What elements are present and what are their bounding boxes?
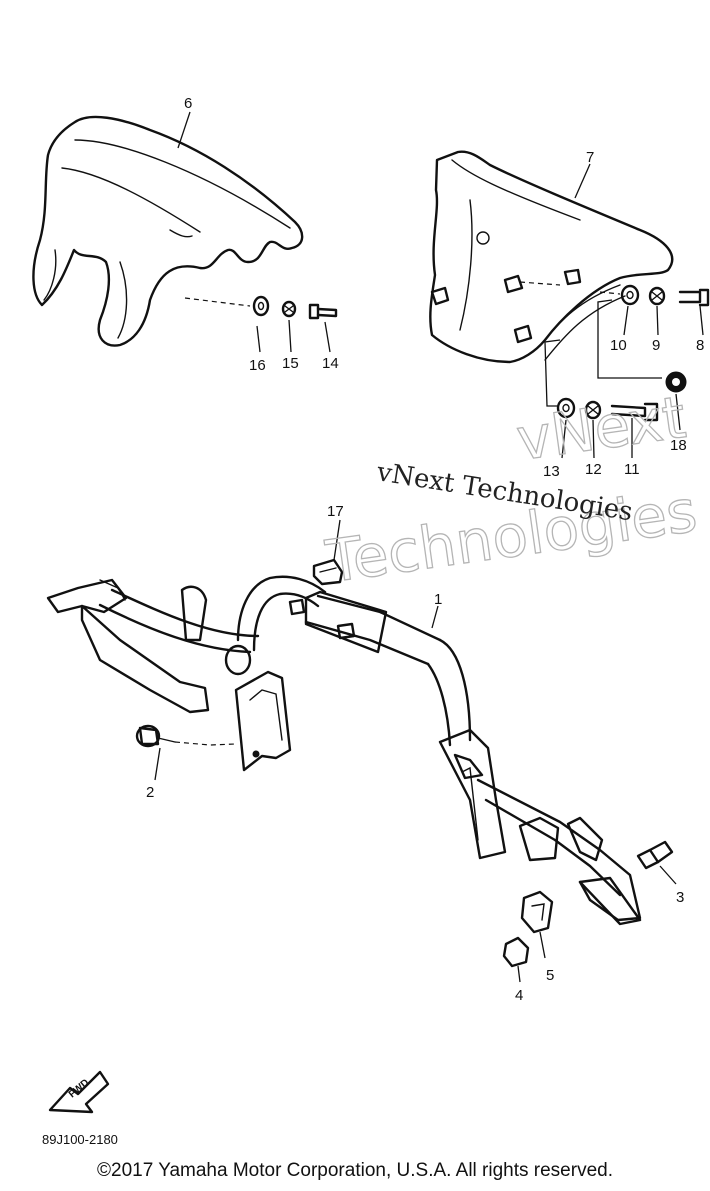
fwd-arrow-icon: FWD bbox=[48, 1070, 110, 1114]
part-7-lower-fasteners bbox=[544, 299, 687, 422]
callout-10: 10 bbox=[610, 337, 627, 354]
callout-9: 9 bbox=[652, 337, 660, 354]
callout-8: 8 bbox=[696, 337, 704, 354]
part-2-bolt bbox=[135, 724, 237, 781]
callout-4: 4 bbox=[515, 987, 523, 1004]
callout-16: 16 bbox=[249, 357, 266, 374]
watermark-outline-vnext: vNext bbox=[512, 383, 689, 474]
part-6-cover bbox=[32, 115, 304, 347]
callout-5: 5 bbox=[546, 967, 554, 984]
callout-7: 7 bbox=[586, 149, 594, 166]
callout-18: 18 bbox=[670, 437, 687, 454]
callout-2: 2 bbox=[146, 784, 154, 801]
callout-1: 1 bbox=[434, 591, 442, 608]
part-3-bolt bbox=[636, 840, 677, 885]
part-17-clip bbox=[312, 519, 344, 586]
part-7-side-cover bbox=[429, 150, 674, 364]
copyright-notice: ©2017 Yamaha Motor Corporation, U.S.A. A… bbox=[97, 1160, 613, 1181]
part-1-stay bbox=[46, 575, 642, 926]
fwd-label: FWD bbox=[67, 1077, 92, 1100]
callout-15: 15 bbox=[282, 355, 299, 372]
callout-14: 14 bbox=[322, 355, 339, 372]
callout-3: 3 bbox=[676, 889, 684, 906]
callout-13: 13 bbox=[543, 463, 560, 480]
part-6-fasteners bbox=[184, 295, 338, 320]
part-4-nut bbox=[502, 936, 530, 983]
callout-6: 6 bbox=[184, 95, 192, 112]
part-code: 89J100-2180 bbox=[42, 1132, 118, 1147]
callout-17: 17 bbox=[327, 503, 344, 520]
callout-11: 11 bbox=[624, 461, 640, 478]
part-7-upper-fasteners bbox=[599, 284, 710, 307]
watermark: vNext Technologies vNext Technologies bbox=[321, 382, 702, 596]
callout-12: 12 bbox=[585, 461, 602, 478]
part-5-bracket bbox=[520, 890, 554, 959]
